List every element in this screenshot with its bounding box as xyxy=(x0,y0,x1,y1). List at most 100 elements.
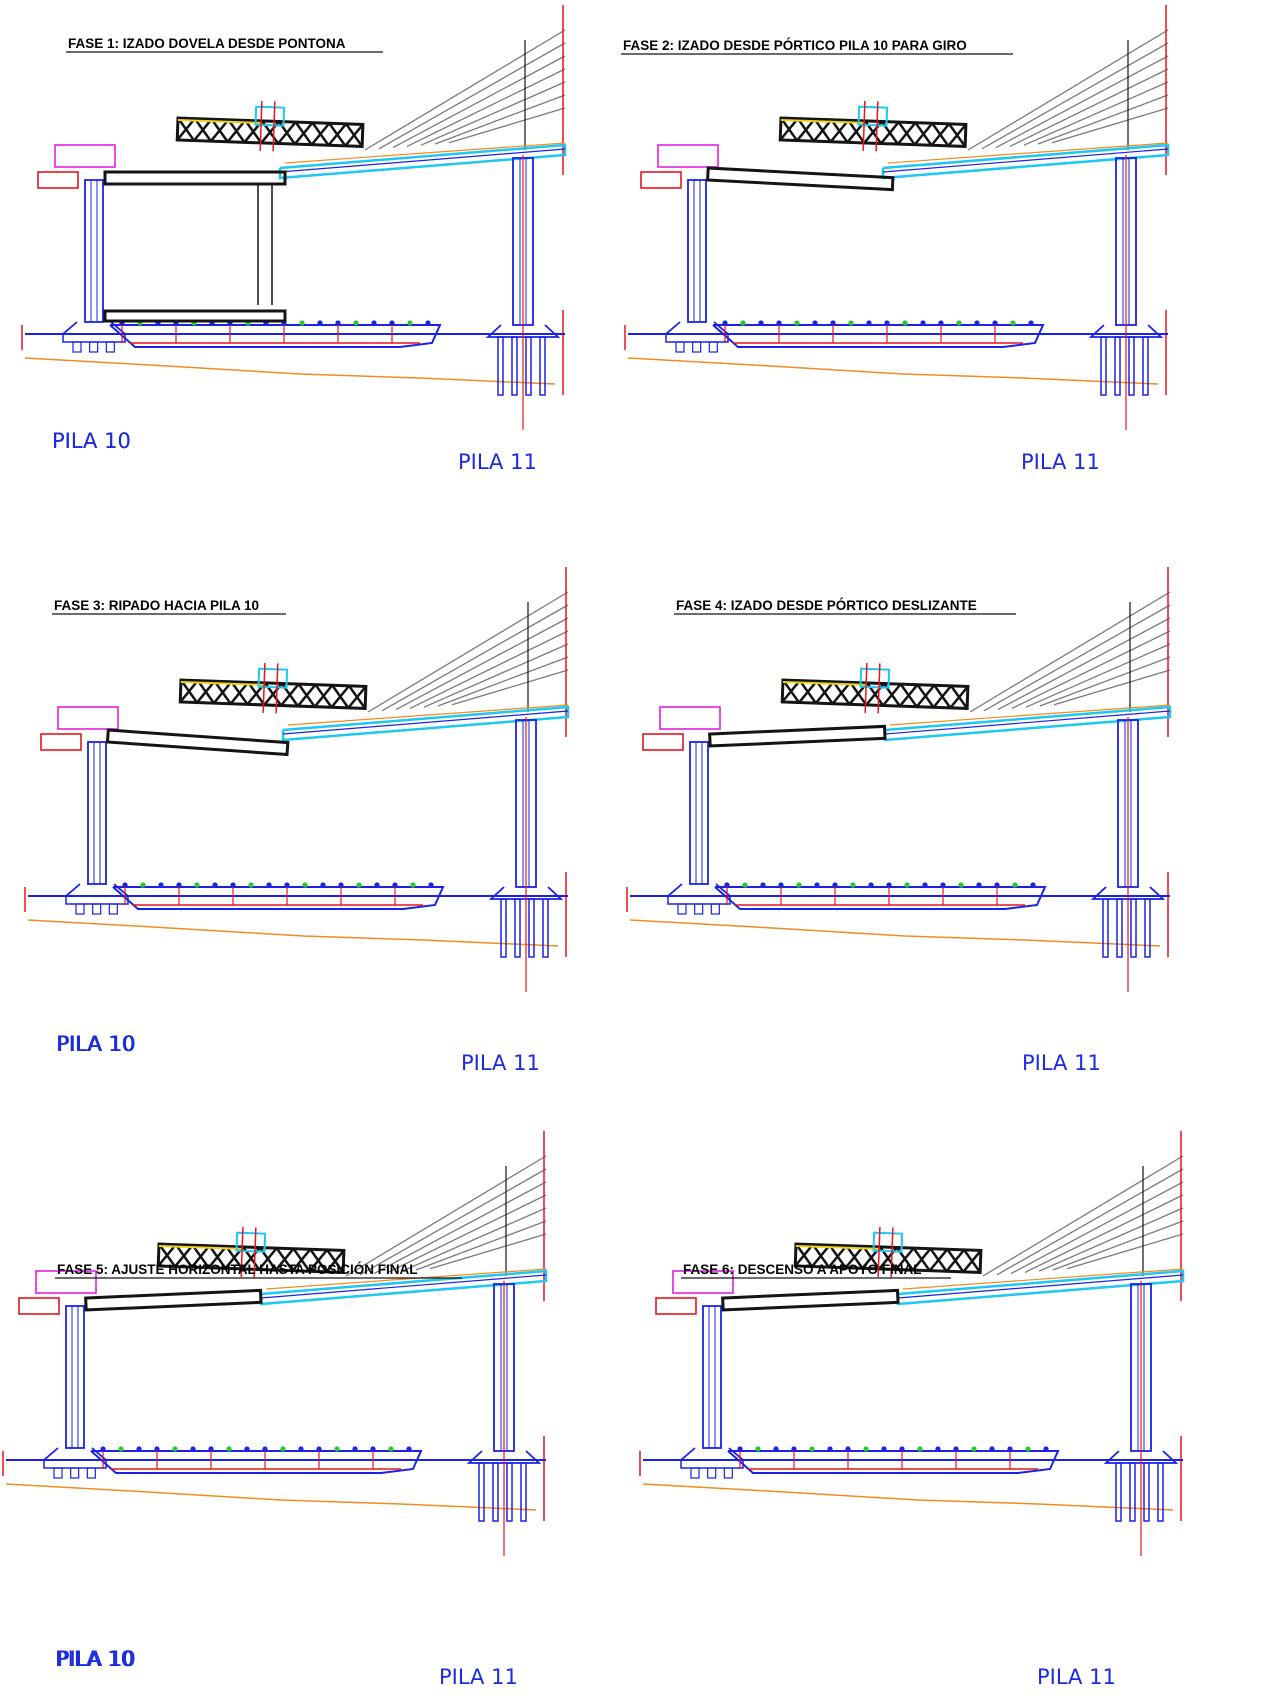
pier-shaft xyxy=(65,1305,85,1449)
stay-cable xyxy=(367,591,569,713)
barge-bollard xyxy=(172,1446,178,1452)
truss-chord xyxy=(156,1242,346,1274)
pile xyxy=(70,1467,80,1479)
stay-cable xyxy=(395,617,569,711)
barge-bollard xyxy=(832,882,838,888)
pier-shaft xyxy=(702,1305,722,1449)
truss-diagonal xyxy=(174,1244,194,1268)
truss-diagonal xyxy=(344,123,364,147)
barge-bollard xyxy=(812,320,818,326)
barge-bollard xyxy=(425,320,431,326)
barge-bollard xyxy=(158,882,164,888)
pile-cap-base xyxy=(65,895,129,905)
deck-inner-line xyxy=(282,710,569,735)
pier xyxy=(1090,717,1166,992)
deck-segment xyxy=(706,166,895,192)
existing-deck xyxy=(281,705,570,742)
river-bed xyxy=(24,357,556,385)
barge-bollard xyxy=(370,1446,376,1452)
truss-diagonal xyxy=(811,1244,831,1268)
pile xyxy=(542,898,549,958)
barge-bollard xyxy=(742,882,748,888)
barge-bollard xyxy=(791,1446,797,1452)
pile xyxy=(707,1467,717,1479)
hoist-line xyxy=(240,1226,244,1277)
pile xyxy=(690,1467,700,1479)
phase-drawing xyxy=(626,567,1172,992)
pile-cap-base xyxy=(680,1459,744,1469)
pier-label-left: PILA 10 xyxy=(56,1032,135,1056)
phase-title: FASE 2: IZADO DESDE PÓRTICO PILA 10 PARA… xyxy=(623,38,967,53)
pier-shaft xyxy=(87,741,107,885)
truss-chord xyxy=(178,678,368,710)
barge-bollard xyxy=(100,1446,106,1452)
truss-diagonal xyxy=(280,683,300,707)
barge-bollard xyxy=(316,1446,322,1452)
truss-diagonal xyxy=(932,685,953,709)
deck-inner-line xyxy=(897,1274,1184,1299)
barge-bollard xyxy=(334,1446,340,1452)
barge-bollard xyxy=(953,1446,959,1452)
pile-cap-base xyxy=(667,895,731,905)
barge-bollard xyxy=(940,882,946,888)
barge-bollard xyxy=(356,882,362,888)
stay-cable xyxy=(1066,1233,1184,1270)
truss-diagonal xyxy=(325,1249,345,1273)
pier-label-right: PILA 11 xyxy=(458,450,537,474)
pile xyxy=(723,1467,733,1479)
truss-diagonal xyxy=(831,681,852,705)
deck-inner-line xyxy=(882,148,1169,173)
stay-cable xyxy=(981,42,1169,150)
truss-diagonal xyxy=(274,1247,295,1271)
truss-diagonal xyxy=(798,680,818,704)
pile xyxy=(708,341,718,353)
truss-chord xyxy=(778,116,968,148)
barge-bollard xyxy=(248,882,254,888)
stay-cable xyxy=(983,604,1171,712)
pile-cap xyxy=(60,321,128,335)
truss-diagonal xyxy=(277,121,297,145)
phase-drawing xyxy=(624,5,1170,430)
pile xyxy=(1144,898,1151,958)
barge-bollard xyxy=(758,320,764,326)
deck-segment xyxy=(84,1288,263,1312)
pile xyxy=(692,341,702,353)
pile-cap xyxy=(678,1447,746,1461)
barge-bollard xyxy=(262,1446,268,1452)
stay-cable xyxy=(1023,81,1169,146)
pile xyxy=(92,903,102,915)
barge-bollard xyxy=(212,882,218,888)
truss-diagonal xyxy=(915,684,936,708)
truss-diagonal xyxy=(895,1247,915,1271)
pier10-counterweight xyxy=(37,171,79,189)
deck-segment-group xyxy=(708,724,887,748)
deck-segment-on-barge xyxy=(103,309,287,323)
hoist-line xyxy=(875,101,879,152)
barge-bollard xyxy=(776,320,782,326)
pile-cap xyxy=(41,1447,109,1461)
pier-shaft xyxy=(689,741,709,885)
deck-inner-line xyxy=(884,710,1171,735)
barge-bollard xyxy=(392,882,398,888)
barge-bollard xyxy=(244,1446,250,1452)
stay-cable xyxy=(387,1194,547,1273)
pile xyxy=(1142,336,1149,396)
truss-rail xyxy=(782,680,867,686)
river-bed xyxy=(5,1483,537,1511)
hoist-line xyxy=(253,1227,257,1278)
gantry-hoist xyxy=(859,667,891,689)
barge-bollard xyxy=(338,882,344,888)
pier-label-right: PILA 11 xyxy=(1037,1665,1116,1689)
pier10-portal-frame xyxy=(672,1270,734,1294)
pier-shaft xyxy=(687,179,707,323)
pier xyxy=(60,179,128,353)
pile xyxy=(53,1467,63,1479)
stay-cable xyxy=(359,1168,547,1276)
barge-bollard xyxy=(374,882,380,888)
existing-deck xyxy=(881,143,1170,180)
barge-bollard xyxy=(881,1446,887,1452)
barge-bollard xyxy=(320,882,326,888)
pile xyxy=(528,898,535,958)
truss-diagonal xyxy=(962,1249,982,1273)
